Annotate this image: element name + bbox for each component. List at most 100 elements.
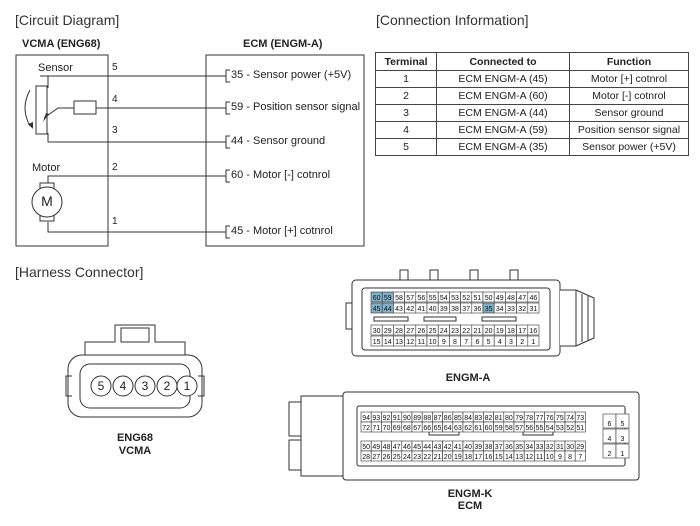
pin-number: 44: [384, 306, 392, 313]
pin-number: 33: [507, 306, 515, 313]
rotation-arrow: [28, 122, 33, 129]
pin-number: 41: [418, 306, 426, 313]
wire-pin2: [47, 175, 226, 183]
pin-number: 66: [423, 425, 431, 432]
pin-number: 90: [403, 415, 411, 422]
engm-a-label: ENGM-A: [445, 372, 491, 384]
pin-number: 33: [536, 444, 544, 451]
pin-number: 43: [395, 306, 403, 313]
pin-number: 77: [536, 415, 544, 422]
terminal-cell: 4: [375, 121, 437, 139]
pin-number: 5: [487, 339, 491, 346]
pin-number: 79: [515, 415, 523, 422]
pin-cell: [574, 450, 586, 462]
pin-number: 1: [621, 451, 625, 458]
pin-number: 39: [474, 444, 482, 451]
pin-number: 91: [393, 415, 401, 422]
ecm-title: ECM (ENGM-A): [243, 38, 323, 50]
pin-number: 57: [406, 295, 414, 302]
ecm-pin-45: 45 - Motor [+] cotnrol: [231, 225, 333, 237]
table-row: 5 ECM ENGM-A (35) Sensor power (+5V): [375, 138, 689, 156]
function-cell: Sensor power (+5V): [569, 138, 689, 156]
pin-number: 54: [440, 295, 448, 302]
pin-number: 44: [423, 444, 431, 451]
pin-number: 62: [464, 425, 472, 432]
pin-number: 55: [536, 425, 544, 432]
pin-number: 27: [372, 454, 380, 461]
pin-number: 29: [384, 328, 392, 335]
pin-number: 45: [373, 306, 381, 313]
pin-number: 2: [520, 339, 524, 346]
pin-number: 5: [621, 421, 625, 428]
pin-number: 58: [395, 295, 403, 302]
pin-number: 75: [556, 415, 564, 422]
pin-number: 81: [495, 415, 503, 422]
pin-number: 84: [464, 415, 472, 422]
pin-number: 25: [429, 328, 437, 335]
pin-number: 85: [454, 415, 462, 422]
motor-label: Motor: [32, 162, 61, 174]
vcma-box: [15, 54, 109, 247]
pin-number: 87: [434, 415, 442, 422]
pin-number: 6: [475, 339, 479, 346]
pin-number: 9: [558, 454, 562, 461]
pin-cell: [527, 324, 540, 336]
pin-number: 23: [413, 454, 421, 461]
pin-number: 48: [507, 295, 515, 302]
ecm-pin-35: 35 - Sensor power (+5V): [231, 69, 352, 81]
pin-number: 32: [518, 306, 526, 313]
connection-table: Terminal Connected to Function 1 ECM ENG…: [375, 52, 689, 156]
eng68-pin-4: 4: [119, 379, 127, 393]
function-cell: Position sensor signal: [569, 121, 689, 139]
pin-number: 74: [566, 415, 574, 422]
pin-number: 20: [485, 328, 493, 335]
vcma-pin-5: 5: [112, 62, 118, 73]
pin-number: 51: [576, 425, 584, 432]
pin-number: 18: [464, 454, 472, 461]
pin-number: 10: [429, 339, 437, 346]
potentiometer: [35, 85, 48, 135]
pin-number: 57: [515, 425, 523, 432]
col-connected-to: Connected to: [436, 52, 570, 71]
pin-number: 32: [546, 444, 554, 451]
pin-number: 16: [530, 328, 538, 335]
pin-number: 52: [566, 425, 574, 432]
pin-number: 30: [566, 444, 574, 451]
pin-number: 36: [474, 306, 482, 313]
terminal-cell: 2: [375, 87, 437, 105]
pin-number: 70: [383, 425, 391, 432]
pin-number: 59: [495, 425, 503, 432]
pin-number: 14: [505, 454, 513, 461]
pin-number: 29: [576, 444, 584, 451]
pin-number: 34: [525, 444, 533, 451]
pin-number: 71: [372, 425, 380, 432]
terminal-cell: 1: [375, 70, 437, 88]
pin-number: 8: [568, 454, 572, 461]
pin-number: 83: [474, 415, 482, 422]
connected-cell: ECM ENGM-A (35): [436, 138, 570, 156]
pin-number: 30: [373, 328, 381, 335]
vcma-title: VCMA (ENG68): [22, 38, 101, 50]
pin-number: 45: [413, 444, 421, 451]
function-cell: Motor [+] cotnrol: [569, 70, 689, 88]
pin-number: 13: [395, 339, 403, 346]
pin-number: 7: [578, 454, 582, 461]
pin-number: 46: [530, 295, 538, 302]
pin-number: 41: [454, 444, 462, 451]
connected-cell: ECM ENGM-A (60): [436, 87, 570, 105]
pin-number: 3: [509, 339, 513, 346]
pin-number: 40: [429, 306, 437, 313]
pin-number: 3: [621, 436, 625, 443]
ecm-pin-44: 44 - Sensor ground: [231, 135, 326, 147]
pin-number: 89: [413, 415, 421, 422]
eng68-label: ENG68: [116, 432, 154, 444]
col-terminal: Terminal: [375, 52, 437, 71]
pin-number: 11: [536, 454, 543, 461]
pin-number: 40: [464, 444, 472, 451]
eng68-connector: [65, 324, 205, 418]
col-function: Function: [569, 52, 689, 71]
pin-number: 49: [496, 295, 504, 302]
terminal-cell: 5: [375, 138, 437, 156]
table-row: 1 ECM ENGM-A (45) Motor [+] cotnrol: [375, 70, 689, 88]
